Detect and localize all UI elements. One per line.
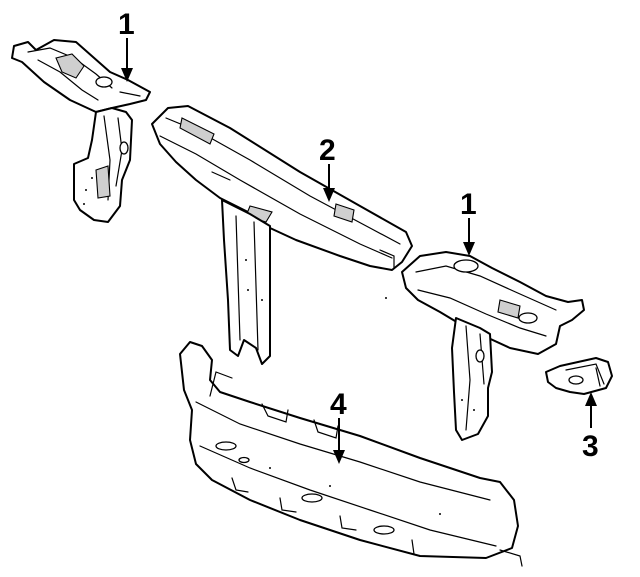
callout-label: 1 bbox=[118, 8, 135, 41]
upper-tie-bar[interactable] bbox=[151, 105, 413, 365]
arrowhead bbox=[463, 242, 475, 256]
arrowhead bbox=[323, 188, 335, 202]
callout-2: 2 bbox=[319, 134, 336, 202]
left-support-bracket[interactable] bbox=[11, 39, 151, 223]
small-bracket[interactable] bbox=[545, 357, 613, 395]
callout-4: 4 bbox=[330, 388, 347, 464]
lower-tie-bar[interactable] bbox=[179, 297, 523, 567]
callout-1-right: 1 bbox=[460, 188, 477, 256]
callout-label: 3 bbox=[582, 430, 599, 463]
right-support-bracket[interactable] bbox=[401, 251, 585, 441]
callout-1-left: 1 bbox=[118, 8, 135, 82]
arrowhead bbox=[121, 68, 133, 82]
callout-label: 4 bbox=[330, 388, 347, 421]
callout-3: 3 bbox=[582, 392, 599, 463]
arrowhead bbox=[333, 450, 345, 464]
arrowhead bbox=[585, 392, 597, 406]
callout-label: 1 bbox=[460, 188, 477, 221]
callout-label: 2 bbox=[319, 134, 336, 167]
